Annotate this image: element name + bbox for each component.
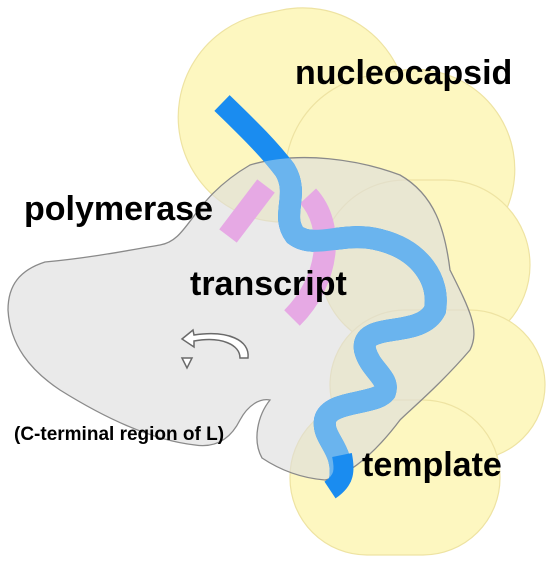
transcript-strand-upper <box>219 179 275 243</box>
transcript-strand-lower <box>283 188 336 326</box>
template-label: template <box>362 446 502 484</box>
template-strand-end <box>323 453 354 499</box>
c-terminal-label: (C-terminal region of L) <box>14 424 224 445</box>
nucleocapsid-label: nucleocapsid <box>295 54 512 92</box>
transcript-label: transcript <box>190 265 347 303</box>
polymerase-label: polymerase <box>24 190 213 228</box>
curved-arrow-icon <box>180 328 249 370</box>
template-strand-under-polymerase <box>214 157 447 480</box>
